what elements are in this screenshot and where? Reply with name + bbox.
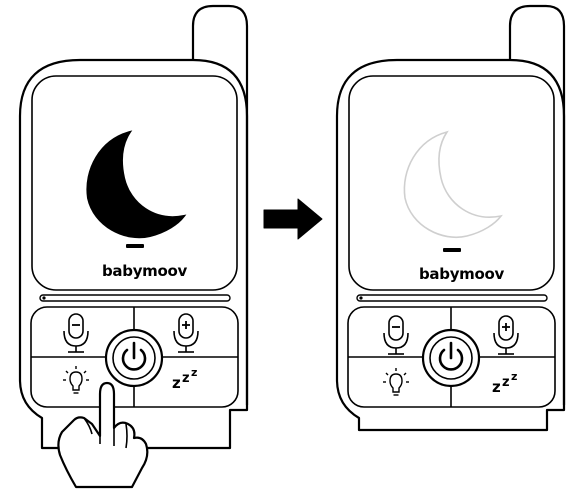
- light-bulb-icon: [63, 366, 89, 394]
- device-body: [18, 58, 249, 450]
- svg-text:z: z: [502, 375, 510, 390]
- power-button: [421, 328, 481, 388]
- svg-text:z: z: [511, 370, 517, 383]
- mic-minus-icon: [383, 315, 409, 355]
- sleep-icon: z z z: [172, 366, 197, 392]
- screen: [348, 75, 555, 291]
- status-bar: [356, 294, 548, 302]
- svg-text:z: z: [172, 374, 181, 392]
- brand-logo: babymoov: [102, 262, 188, 280]
- power-icon: [438, 341, 464, 371]
- power-icon: [121, 341, 147, 371]
- sleep-icon: z z z: [492, 370, 517, 396]
- light-bulb-icon: [383, 368, 409, 396]
- screen-indicator: [126, 244, 144, 248]
- antenna: [191, 4, 249, 405]
- screen-indicator: [443, 248, 461, 252]
- pointing-hand-icon: [57, 381, 149, 489]
- power-button: [104, 328, 164, 388]
- arrow-right-icon: [263, 198, 323, 240]
- brand-logo: babymoov: [419, 265, 505, 283]
- svg-text:z: z: [492, 378, 501, 396]
- moon-icon: [86, 130, 187, 239]
- device-body: [335, 58, 566, 432]
- screen: [31, 75, 238, 291]
- status-bar: [39, 294, 231, 302]
- mic-plus-icon: [493, 315, 519, 355]
- antenna: [508, 4, 566, 405]
- mic-plus-icon: [173, 313, 199, 353]
- left-baby-monitor: [18, 4, 249, 450]
- mic-minus-icon: [63, 313, 89, 353]
- svg-text:z: z: [191, 366, 197, 379]
- moon-icon: [403, 130, 503, 238]
- svg-text:z: z: [182, 371, 190, 386]
